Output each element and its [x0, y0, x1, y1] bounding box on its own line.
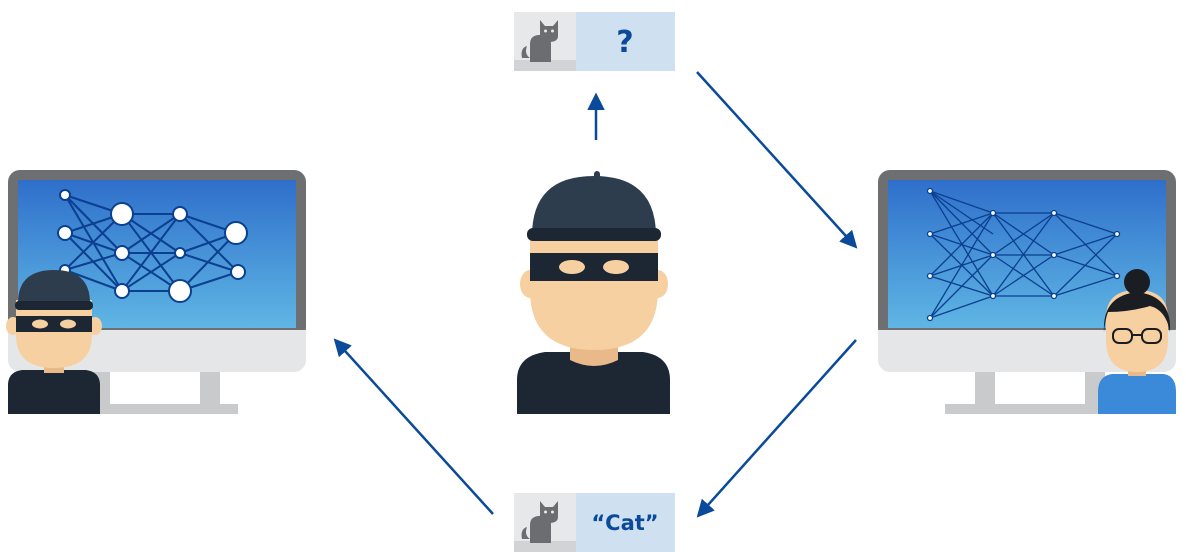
- arrow-answer-to-stolen-model: [333, 338, 494, 515]
- query-label: ?: [616, 25, 633, 60]
- answer-label-box: [576, 493, 675, 552]
- right-neural-network-icon: [929, 190, 1118, 319]
- answer-card: “Cat”: [514, 493, 675, 552]
- user-avatar: [1098, 269, 1176, 414]
- cat-icon: [521, 501, 558, 543]
- arrow-victim-model-to-answer: [696, 339, 857, 518]
- query-card: ?: [514, 12, 675, 71]
- cat-icon: [521, 20, 558, 62]
- query-label-box: [576, 12, 675, 71]
- left-monitor: [6, 170, 306, 414]
- answer-label: “Cat”: [591, 511, 658, 535]
- small-thief-avatar: [6, 270, 102, 414]
- right-monitor: [878, 170, 1176, 414]
- thief-avatar: [517, 171, 670, 414]
- arrow-query-to-victim-model: [696, 71, 858, 249]
